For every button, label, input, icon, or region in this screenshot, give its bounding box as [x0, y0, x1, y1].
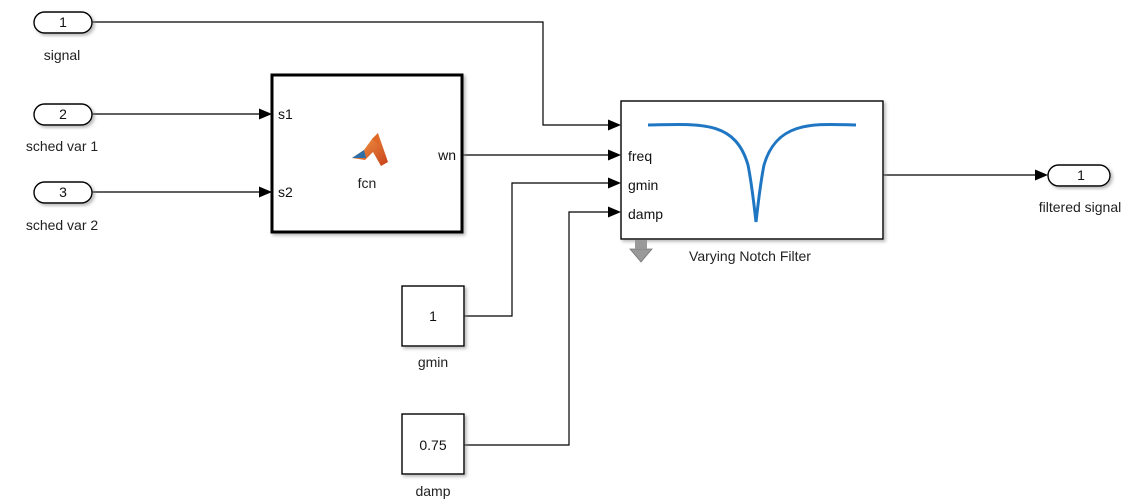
- inport-sched-var-1[interactable]: 2 sched var 1: [26, 103, 99, 154]
- notch-response-icon: [647, 122, 857, 223]
- wire-sched-var-1[interactable]: [92, 108, 272, 120]
- wire-gmin[interactable]: [464, 177, 621, 317]
- matlab-logo-icon: [352, 133, 388, 166]
- inport-label: sched var 1: [26, 138, 99, 154]
- constant-damp[interactable]: 0.75 damp: [401, 413, 465, 499]
- wire-wn-to-freq[interactable]: [462, 149, 621, 161]
- inport-number: 1: [59, 14, 67, 30]
- constant-label: damp: [415, 483, 450, 499]
- notch-input-freq: freq: [628, 148, 652, 164]
- inport-label: sched var 2: [26, 217, 99, 233]
- notch-block-name: Varying Notch Filter: [689, 248, 811, 264]
- inport-signal[interactable]: 1 signal: [33, 11, 93, 63]
- notch-input-damp: damp: [628, 206, 663, 222]
- wire-output[interactable]: [883, 169, 1048, 181]
- notch-filter-block[interactable]: freq gmin damp Varying Notch Filter: [620, 100, 884, 264]
- constant-label: gmin: [418, 354, 448, 370]
- outport-filtered-signal[interactable]: 1 filtered signal: [1039, 164, 1122, 215]
- inport-number: 3: [59, 184, 67, 200]
- wire-signal[interactable]: [92, 21, 621, 131]
- wire-sched-var-2[interactable]: [92, 186, 272, 198]
- fcn-input-s1: s1: [278, 106, 293, 122]
- inport-number: 2: [59, 106, 67, 122]
- notch-input-gmin: gmin: [628, 177, 658, 193]
- mask-arrow-icon[interactable]: [629, 248, 653, 263]
- outport-label: filtered signal: [1039, 199, 1122, 215]
- inport-sched-var-2[interactable]: 3 sched var 2: [26, 181, 99, 233]
- constant-value: 0.75: [419, 437, 446, 453]
- wire-damp[interactable]: [464, 206, 621, 446]
- outport-number: 1: [1077, 167, 1085, 183]
- constant-value: 1: [429, 308, 437, 324]
- fcn-block-name: fcn: [358, 175, 377, 191]
- inport-label: signal: [44, 47, 81, 63]
- fcn-block[interactable]: s1 s2 wn fcn: [270, 73, 464, 234]
- fcn-input-s2: s2: [278, 184, 293, 200]
- fcn-output-wn: wn: [437, 147, 456, 163]
- constant-gmin[interactable]: 1 gmin: [401, 285, 465, 370]
